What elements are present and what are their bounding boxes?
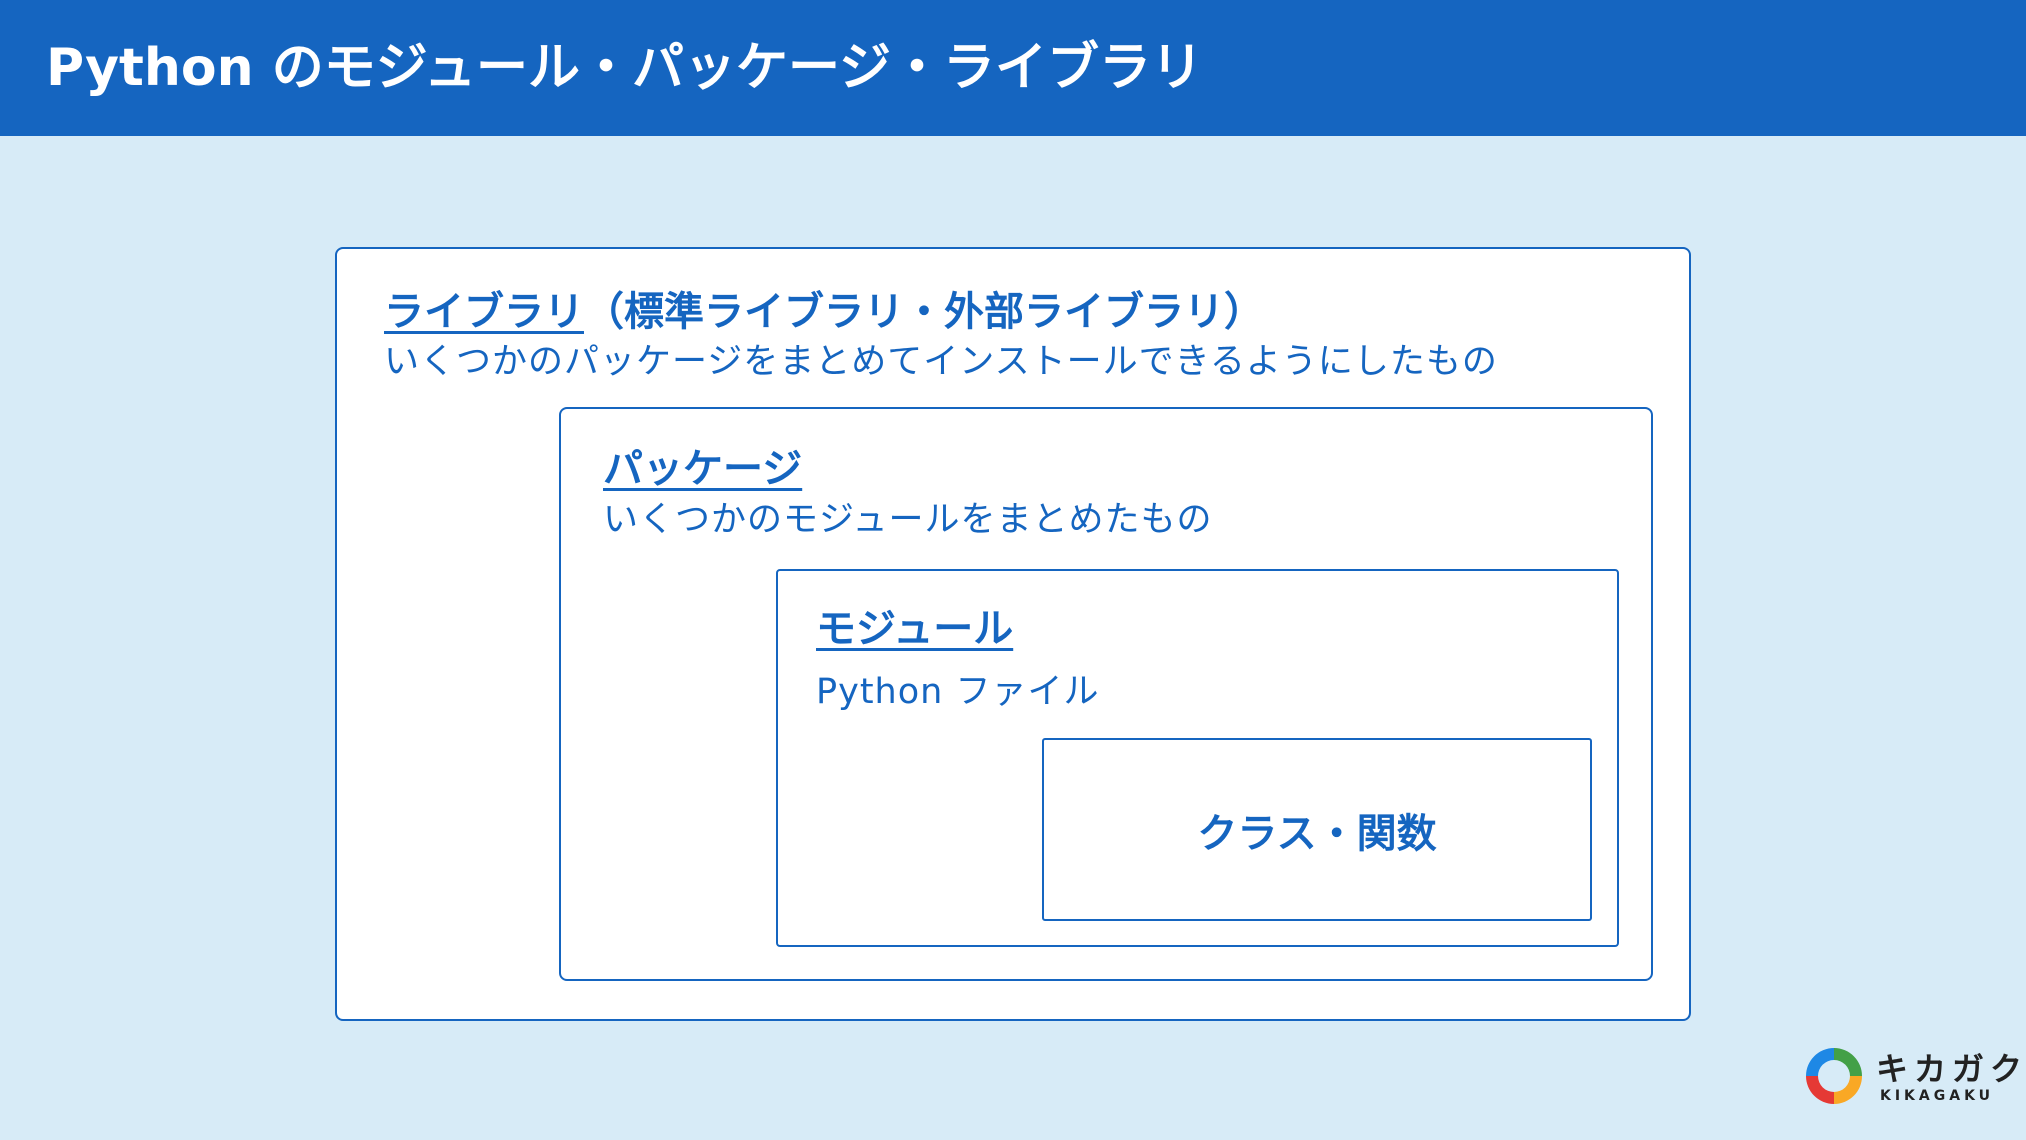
module-heading: モジュール [816,604,1013,654]
logo-name: キカガク [1876,1050,2026,1088]
logo-subtitle: KIKAGAKU [1880,1088,1995,1104]
class-function-label: クラス・関数 [1197,810,1437,857]
library-heading-note: （標準ライブラリ・外部ライブラリ） [584,289,1264,335]
package-heading-label: パッケージ [603,446,803,492]
page-title: Python のモジュール・パッケージ・ライブラリ [46,38,1204,98]
kikagaku-logo-icon [1806,1048,1862,1104]
package-description: いくつかのモジュールをまとめたもの [603,500,1213,540]
module-description: Python ファイル [816,672,1100,712]
header-bar: Python のモジュール・パッケージ・ライブラリ [0,0,2026,136]
class-function-box: クラス・関数 [1042,738,1592,921]
kikagaku-logo: キカガク KIKAGAKU [1800,1042,2022,1114]
package-heading: パッケージ [603,444,802,494]
library-heading-label: ライブラリ [384,289,584,335]
library-heading: ライブラリ（標準ライブラリ・外部ライブラリ） [384,287,1264,337]
library-description: いくつかのパッケージをまとめてインストールできるようにしたもの [384,342,1498,382]
module-heading-label: モジュール [816,606,1014,652]
